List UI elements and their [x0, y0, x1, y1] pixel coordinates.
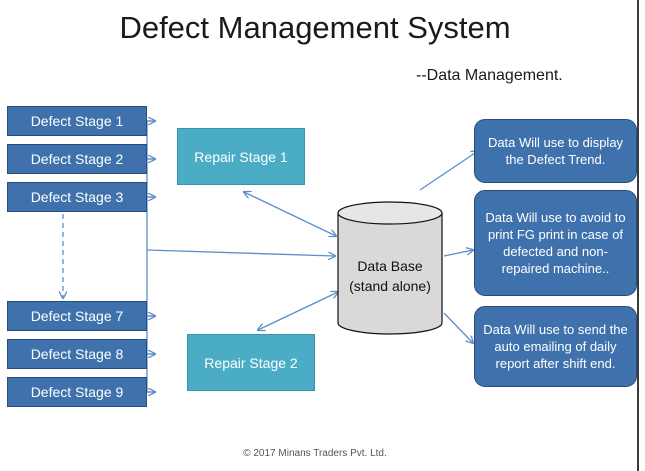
defect-stage-7-box: Defect Stage 7: [7, 301, 147, 331]
database-cylinder-icon: [337, 201, 443, 335]
defect-stage-8-box: Defect Stage 8: [7, 339, 147, 369]
database-label: Data Base (stand alone): [338, 256, 442, 296]
note-defect-trend: Data Will use to display the Defect Tren…: [474, 119, 637, 183]
defect-stage-1-box: Defect Stage 1: [7, 106, 147, 136]
page-title: Defect Management System: [119, 10, 511, 45]
window-edge: [637, 0, 645, 471]
database-label-line2: (stand alone): [349, 278, 431, 294]
note-auto-email: Data Will use to send the auto emailing …: [474, 306, 637, 387]
repair2-db-arrow: [258, 292, 338, 330]
db-note2-arrow: [443, 250, 473, 257]
page-subtitle: --Data Management.: [416, 67, 563, 84]
repair1-db-arrow: [244, 192, 336, 236]
defect-stage-2-box: Defect Stage 2: [7, 144, 147, 174]
db-note1-arrow: [419, 151, 478, 191]
note-avoid-fg-print: Data Will use to avoid to print FG print…: [474, 190, 637, 296]
copyright-footer: © 2017 Minans Traders Pvt. Ltd.: [243, 448, 387, 459]
defect-stage-9-box: Defect Stage 9: [7, 377, 147, 407]
db-note3-arrow: [443, 312, 473, 343]
database-label-line1: Data Base: [357, 258, 423, 274]
repair-stage-1-box: Repair Stage 1: [177, 128, 305, 185]
repair-stage-2-box: Repair Stage 2: [187, 334, 315, 391]
defect-stage-3-box: Defect Stage 3: [7, 182, 147, 212]
stage-bus: [146, 121, 335, 392]
